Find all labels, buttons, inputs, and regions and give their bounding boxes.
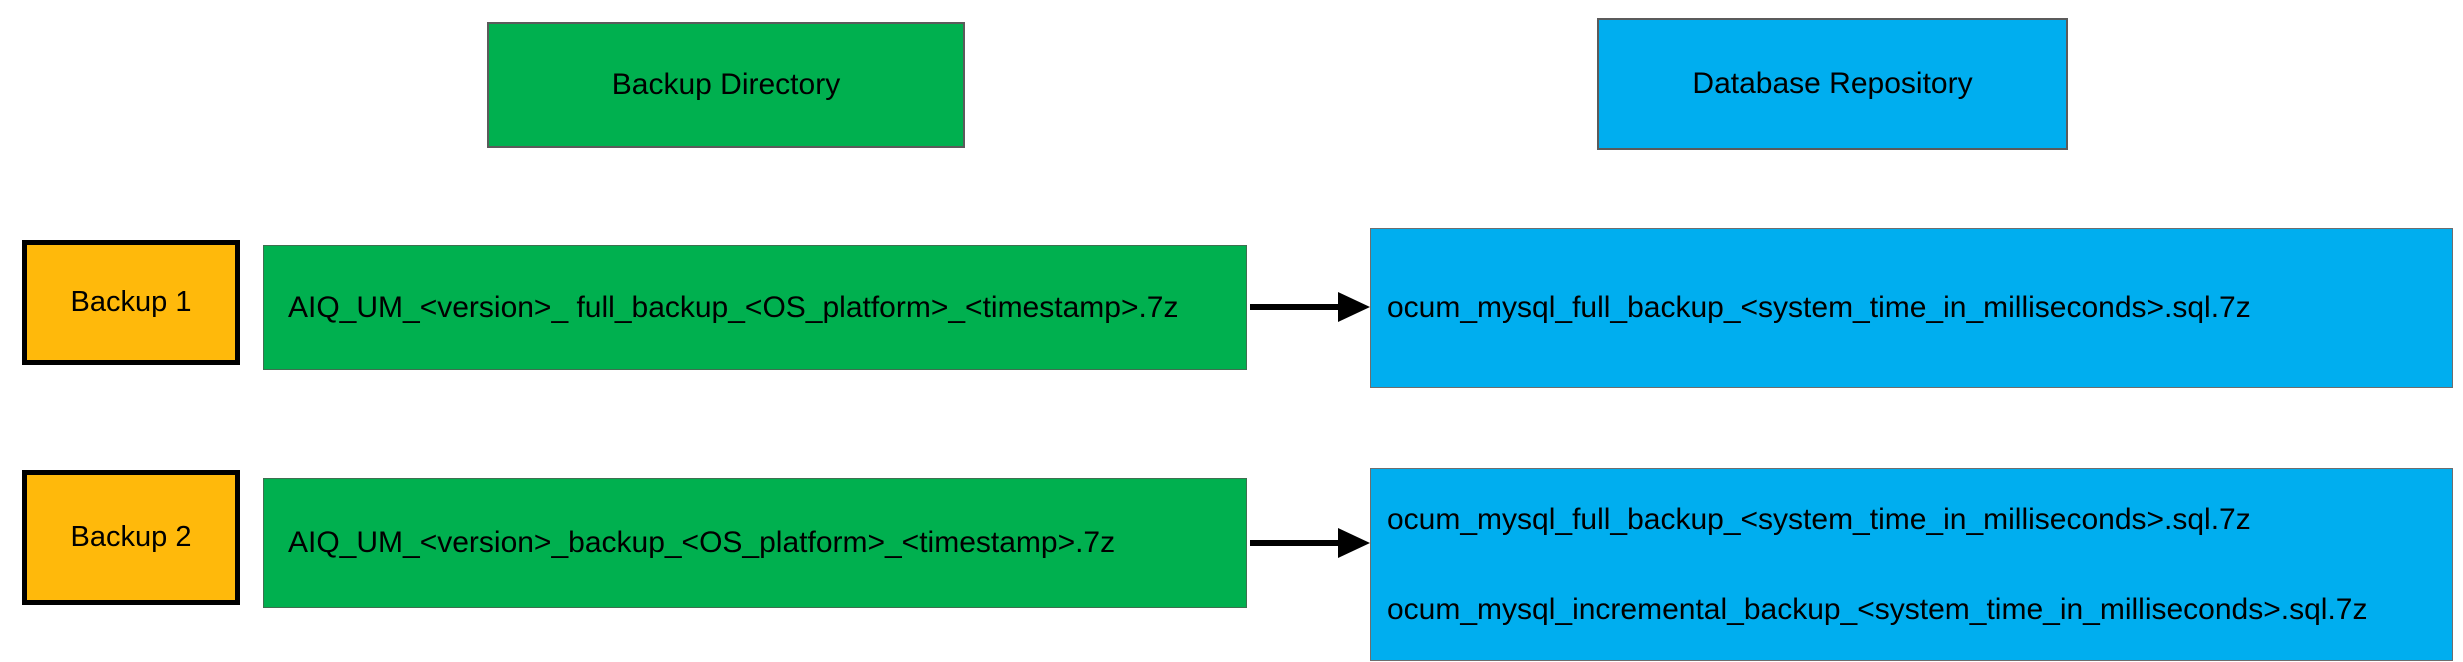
arrow-row-1-shaft [1250, 304, 1340, 310]
arrow-row-2-shaft [1250, 540, 1340, 546]
database-repository-file-row-1-name: ocum_mysql_full_backup_<system_time_in_m… [1387, 291, 2251, 325]
backup-tag-1-label: Backup 1 [70, 286, 192, 319]
column-header-database-repository: Database Repository [1597, 18, 2068, 150]
column-header-backup-directory-label: Backup Directory [611, 68, 841, 102]
arrow-row-2-head [1338, 528, 1370, 558]
column-header-backup-directory: Backup Directory [487, 22, 965, 148]
backup-directory-file-row-1-name: AIQ_UM_<version>_ full_backup_<OS_platfo… [288, 290, 1179, 324]
backup-tag-2: Backup 2 [22, 470, 240, 605]
database-repository-file-row-2: ocum_mysql_full_backup_<system_time_in_m… [1370, 468, 2453, 661]
arrow-row-1-head [1338, 292, 1370, 322]
backup-tag-2-label: Backup 2 [70, 521, 192, 554]
database-repository-file-row-2-name-1: ocum_mysql_full_backup_<system_time_in_m… [1387, 503, 2251, 536]
database-repository-file-row-2-name-2: ocum_mysql_incremental_backup_<system_ti… [1387, 592, 2368, 626]
database-repository-file-row-1: ocum_mysql_full_backup_<system_time_in_m… [1370, 228, 2453, 388]
column-header-database-repository-label: Database Repository [1692, 67, 1973, 101]
backup-directory-file-row-2-name: AIQ_UM_<version>_backup_<OS_platform>_<t… [288, 526, 1116, 560]
backup-directory-file-row-1: AIQ_UM_<version>_ full_backup_<OS_platfo… [263, 245, 1247, 370]
backup-directory-file-row-2: AIQ_UM_<version>_backup_<OS_platform>_<t… [263, 478, 1247, 608]
backup-tag-1: Backup 1 [22, 240, 240, 365]
